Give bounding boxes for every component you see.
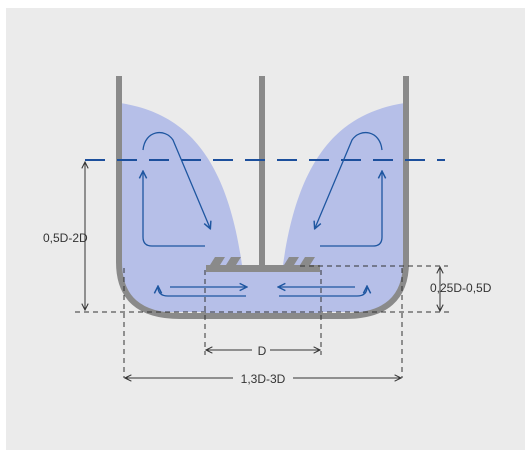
dimension-impeller-diameter-label: D [258, 344, 267, 358]
dimension-impeller-diameter: D [206, 342, 320, 358]
dimension-guides [75, 265, 450, 378]
flow-bottom-left-lower [158, 287, 246, 297]
dimension-liquid-height-label: 0,5D-2D [43, 231, 88, 245]
flow-return-right [320, 172, 382, 247]
dimension-tank-diameter-label: 1,3D-3D [241, 372, 286, 386]
flow-loop-right [315, 131, 383, 228]
liquid-bottom [205, 268, 321, 314]
impeller [206, 257, 320, 272]
flow-return-left [143, 172, 205, 247]
dimension-tank-diameter: 1,3D-3D [125, 370, 401, 386]
liquid-right [283, 103, 405, 312]
agitator-shaft [259, 76, 265, 268]
curved-flow-arrow-icon [142, 131, 383, 297]
dimension-impeller-clearance: 0,25D-0,5D [430, 267, 492, 311]
dimension-impeller-clearance-label: 0,25D-0,5D [430, 281, 492, 295]
liquid-left [120, 103, 242, 312]
dimension-liquid-height: 0,5D-2D [43, 162, 88, 310]
flow-loop-left [142, 131, 210, 228]
flow-bottom-right-lower [279, 287, 367, 297]
